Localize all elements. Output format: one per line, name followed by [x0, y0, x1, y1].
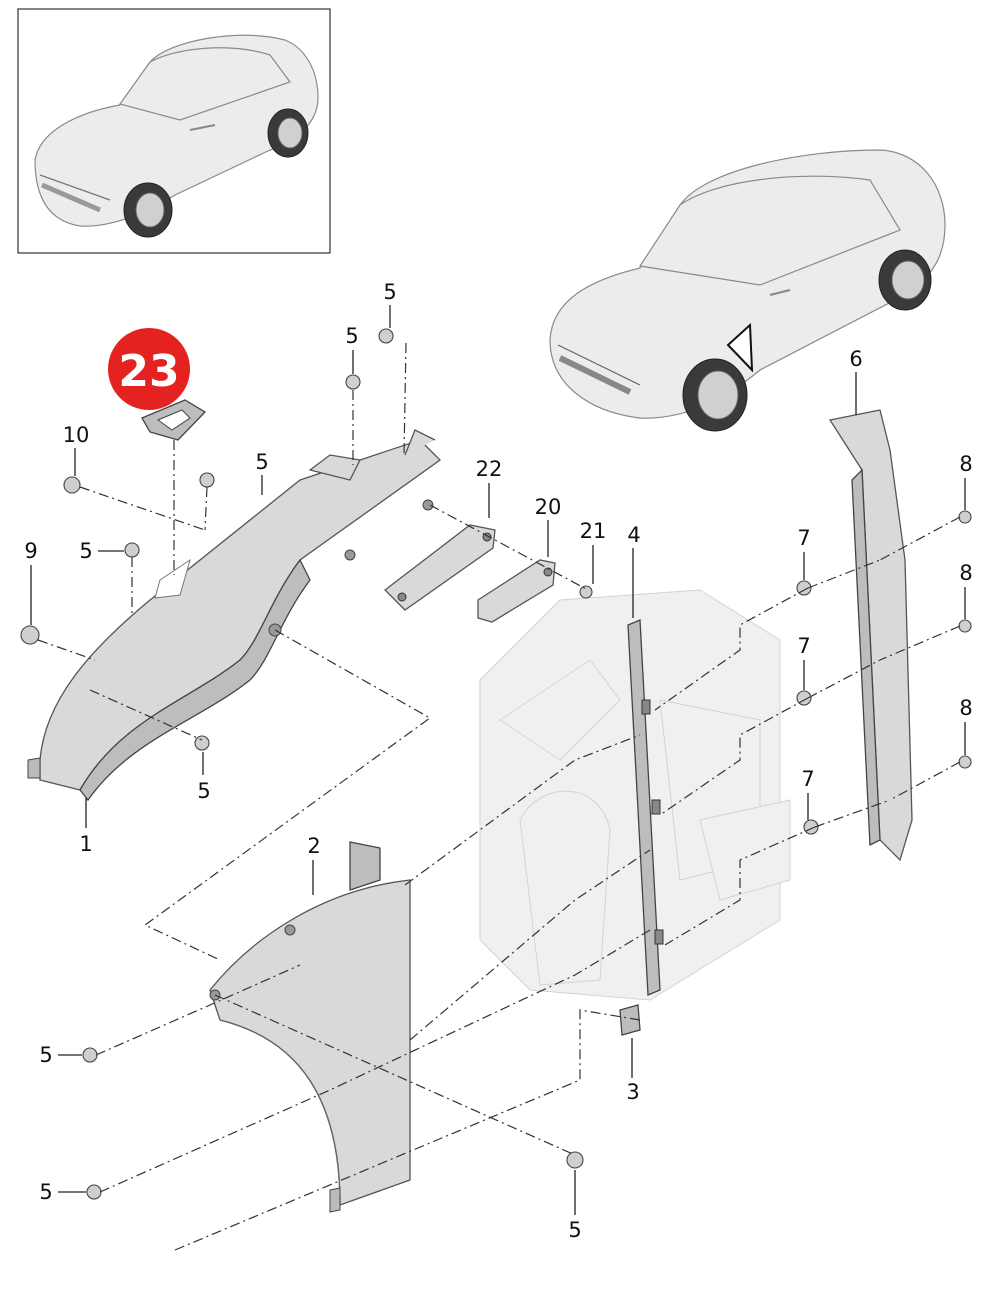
badge-23: 23: [108, 328, 190, 410]
callout-8: 8: [959, 452, 972, 476]
part-3-small-bracket: [619, 1004, 641, 1036]
callout-4: 4: [627, 523, 640, 547]
callout-5: 5: [345, 324, 358, 348]
reference-car-illustration: [549, 149, 946, 432]
callout-labels: 5 5 5 5 5 5 5 5 1 2 3 4 6 7 7 7 8 8 8 9 …: [24, 280, 972, 1242]
callout-3: 3: [626, 1080, 639, 1104]
callout-5: 5: [39, 1180, 52, 1204]
callout-8: 8: [959, 696, 972, 720]
clip-9: [20, 625, 40, 645]
fasteners: [20, 328, 972, 1200]
clip-10: [63, 476, 81, 494]
callout-9: 9: [24, 539, 37, 563]
part-2-front-fender: [209, 841, 411, 1213]
screw-5-top: [378, 328, 394, 344]
callout-1: 1: [79, 832, 92, 856]
callout-20: 20: [535, 495, 562, 519]
callout-2: 2: [307, 834, 320, 858]
screw-8-a: [958, 510, 972, 524]
body-structure-ghost: [479, 589, 791, 1001]
part-21-clip: [579, 585, 593, 599]
callout-7: 7: [797, 634, 810, 658]
callout-5: 5: [383, 280, 396, 304]
screw-5-fender-top: [82, 1047, 98, 1063]
callout-7: 7: [797, 526, 810, 550]
callout-8: 8: [959, 561, 972, 585]
callout-22: 22: [476, 457, 503, 481]
assembly-lines: [37, 342, 961, 1251]
part-6-seal-strip: [828, 409, 913, 862]
leader-lines: [30, 305, 966, 1215]
part-22-cover: [384, 524, 496, 611]
screw-5-mid: [199, 472, 215, 488]
part-1-wheelhouse-liner: [27, 429, 442, 802]
part-4-bracket: [627, 619, 664, 996]
badge-label: 23: [118, 346, 179, 397]
callout-5: 5: [255, 450, 268, 474]
callout-6: 6: [849, 347, 862, 371]
callout-5: 5: [568, 1218, 581, 1242]
callout-5: 5: [197, 779, 210, 803]
callout-7: 7: [801, 767, 814, 791]
callout-5: 5: [79, 539, 92, 563]
screw-5-liner-bottom: [194, 735, 210, 751]
highlighted-area-marker: [726, 322, 754, 373]
screw-5-upper: [345, 374, 361, 390]
badge-circle: [108, 328, 190, 410]
screw-5-fender-bottom: [86, 1184, 102, 1200]
part-20-cover: [477, 559, 556, 623]
overview-thumbnail: [17, 8, 331, 254]
callout-10: 10: [63, 423, 90, 447]
callout-5: 5: [39, 1043, 52, 1067]
callout-21: 21: [580, 519, 607, 543]
screw-5-fender-right: [566, 1151, 584, 1169]
part-23-bracket: [141, 399, 207, 441]
screw-5-left: [124, 542, 140, 558]
screw-8-b: [958, 619, 972, 633]
screw-8-c: [958, 755, 972, 769]
thumbnail-car-illustration: [34, 34, 319, 238]
